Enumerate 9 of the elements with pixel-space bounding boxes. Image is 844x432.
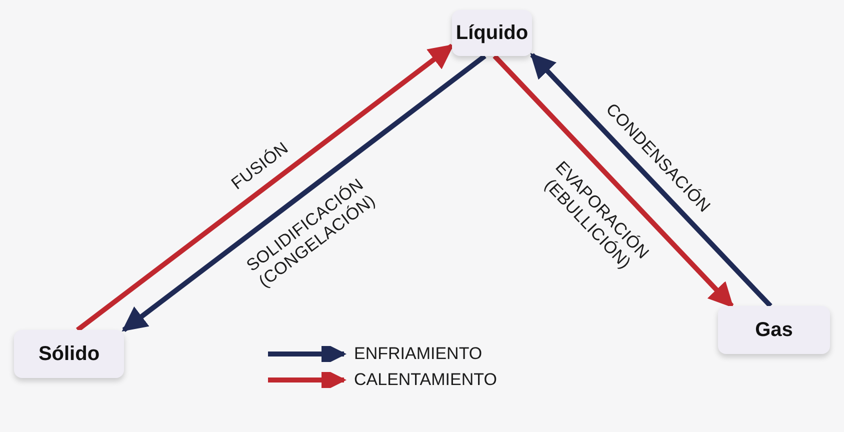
state-box: Sólido — [14, 330, 124, 378]
arrow — [530, 52, 772, 308]
legend-label: ENFRIAMIENTO — [354, 344, 482, 364]
arrow — [492, 54, 734, 308]
legend-label: CALENTAMIENTO — [354, 370, 497, 390]
state-box: Gas — [718, 306, 830, 354]
state-box: Líquido — [452, 10, 532, 56]
arrow — [76, 44, 454, 332]
arrow — [122, 54, 486, 332]
